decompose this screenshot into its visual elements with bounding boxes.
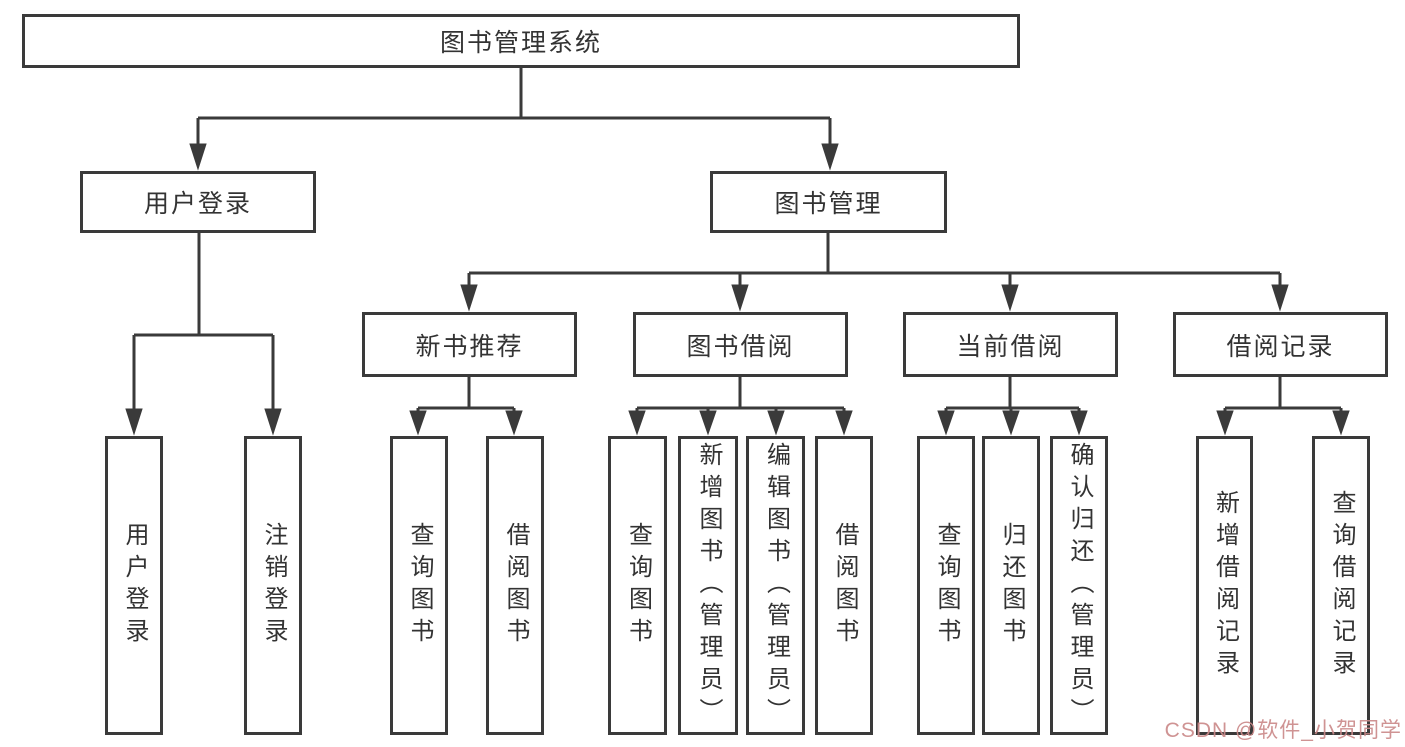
node-book-borrow: 图书借阅 (633, 312, 848, 377)
leaf-add-book-admin: 新增图书（管理员） (678, 436, 738, 735)
leaf-label: 借阅图书 (831, 521, 858, 650)
leaf-logout: 注销登录 (244, 436, 302, 735)
csdn-watermark: CSDN @软件_小贺同学 (1164, 719, 1402, 742)
leaf-label: 查询借阅记录 (1328, 489, 1355, 682)
arrowhead (835, 410, 853, 436)
arrowhead (731, 284, 749, 312)
arrowhead (767, 410, 785, 436)
arrowhead (409, 410, 427, 436)
arrowhead (460, 284, 478, 312)
arrowhead (264, 408, 282, 436)
leaf-label: 新增借阅记录 (1211, 489, 1239, 682)
leaf-edit-book-admin: 编辑图书（管理员） (746, 436, 805, 735)
node-borrow-records: 借阅记录 (1173, 312, 1388, 377)
node-library-system: 图书管理系统 (22, 14, 1020, 68)
leaf-return-book: 归还图书 (982, 436, 1040, 735)
arrowhead (1332, 410, 1350, 436)
arrowhead (821, 143, 839, 171)
leaf-borrow-book-1: 借阅图书 (486, 436, 544, 735)
arrowhead (1001, 284, 1019, 312)
node-book-management: 图书管理 (710, 171, 947, 233)
leaf-query-book-2: 查询图书 (608, 436, 667, 735)
node-new-book-recommend: 新书推荐 (362, 312, 577, 377)
leaf-label: 查询图书 (624, 521, 652, 650)
arrowhead (1070, 410, 1088, 436)
leaf-label: 用户登录 (121, 521, 148, 650)
arrowhead (628, 410, 646, 436)
leaf-borrow-book-2: 借阅图书 (815, 436, 873, 735)
arrowhead (1271, 284, 1289, 312)
leaf-label: 借阅图书 (502, 521, 529, 650)
leaf-label: 编辑图书（管理员） (762, 441, 790, 730)
arrowhead (125, 408, 143, 436)
arrowhead (189, 143, 207, 171)
leaf-label: 查询图书 (933, 521, 960, 650)
arrowhead (1216, 410, 1234, 436)
leaf-query-book-3: 查询图书 (917, 436, 975, 735)
leaf-add-borrow-record: 新增借阅记录 (1196, 436, 1253, 735)
leaf-query-borrow-record: 查询借阅记录 (1312, 436, 1370, 735)
arrowhead (937, 410, 955, 436)
arrowhead (699, 410, 717, 436)
leaf-label: 注销登录 (260, 521, 287, 650)
leaf-confirm-return-admin: 确认归还（管理员） (1050, 436, 1108, 735)
leaf-label: 确认归还（管理员） (1066, 441, 1093, 730)
node-user-login: 用户登录 (80, 171, 316, 233)
arrowhead (1002, 410, 1020, 436)
leaf-user-login: 用户登录 (105, 436, 163, 735)
leaf-label: 归还图书 (998, 521, 1025, 650)
leaf-label: 新增图书（管理员） (695, 441, 722, 730)
leaf-label: 查询图书 (406, 521, 433, 650)
node-current-borrow: 当前借阅 (903, 312, 1118, 377)
arrowhead (505, 410, 523, 436)
leaf-query-book-1: 查询图书 (390, 436, 448, 735)
